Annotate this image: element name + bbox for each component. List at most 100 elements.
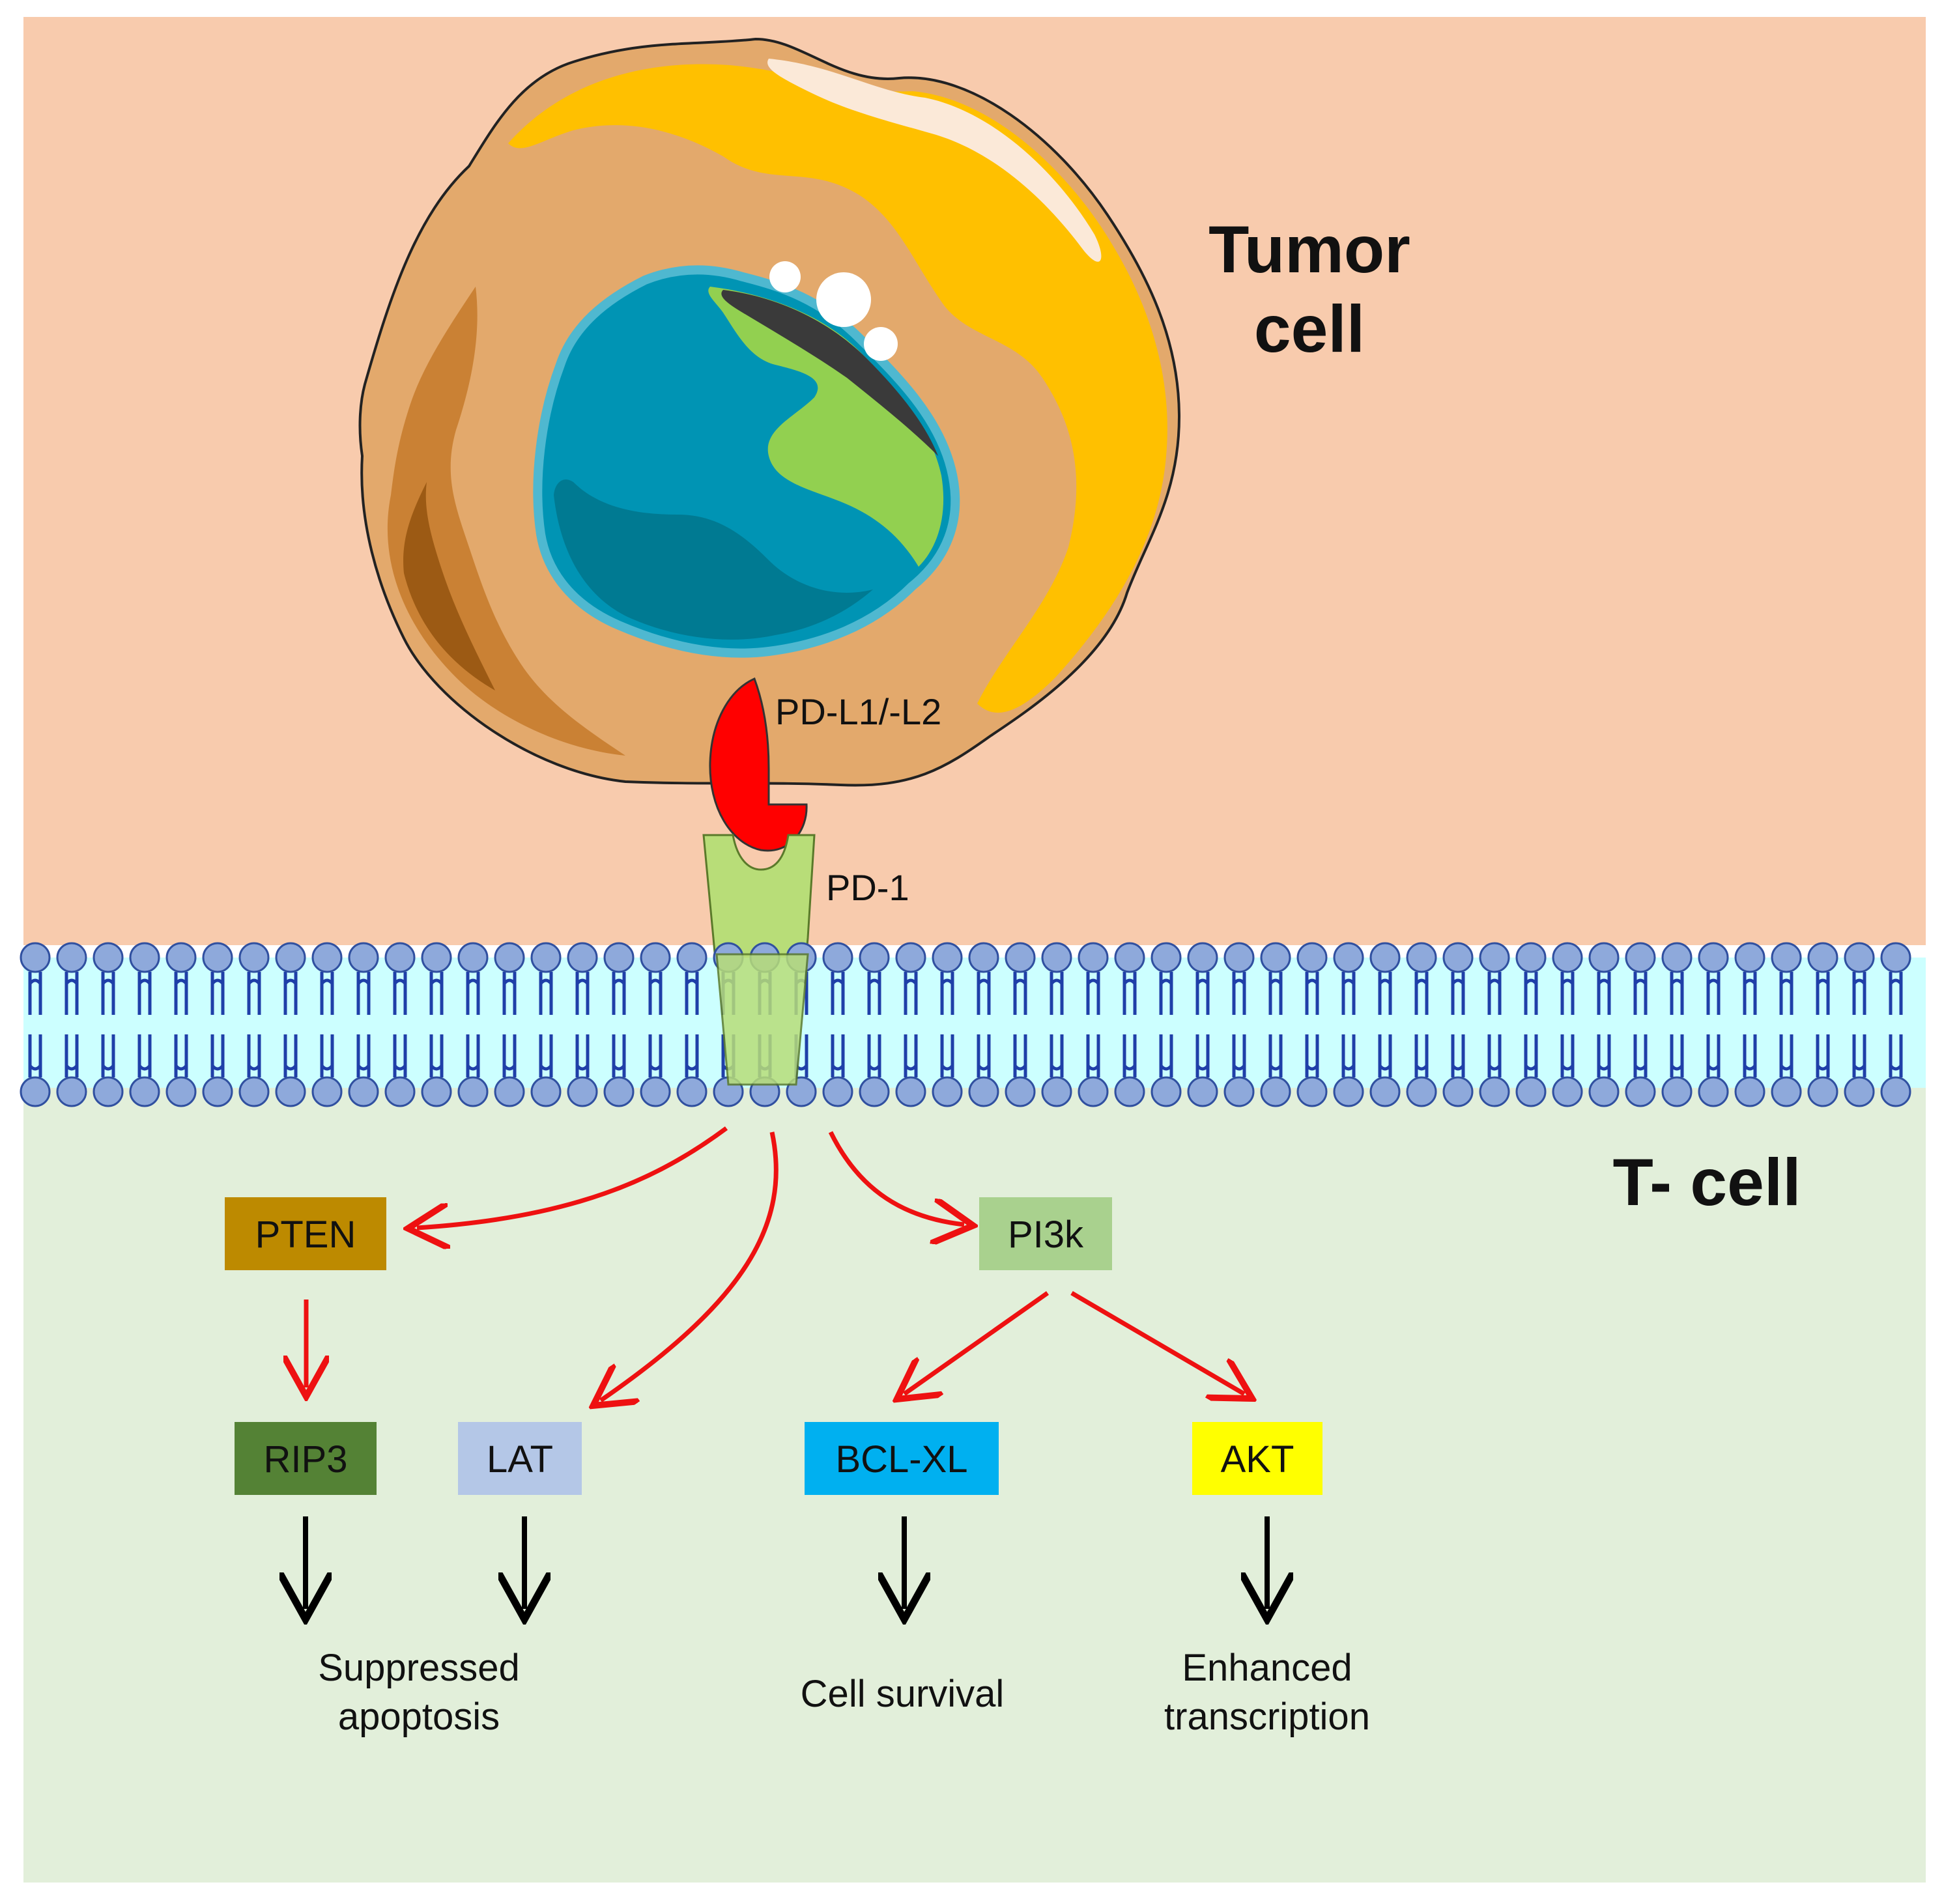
lipid-head bbox=[1880, 942, 1911, 973]
lipid-tail bbox=[283, 972, 298, 1015]
lipid-tail bbox=[1013, 1034, 1027, 1077]
lipid-tail bbox=[1670, 1034, 1684, 1077]
pd-1-label: PD-1 bbox=[826, 867, 909, 908]
lipid-head bbox=[20, 1076, 51, 1107]
nucleus-dark-streak bbox=[721, 290, 938, 456]
lipid-head bbox=[859, 1076, 890, 1107]
lipid-head bbox=[56, 942, 87, 973]
lipid-head bbox=[1661, 1076, 1693, 1107]
lipid-tail bbox=[1086, 1034, 1100, 1077]
lipid-tail bbox=[28, 1034, 42, 1077]
lipid-head bbox=[603, 942, 635, 973]
enhanced-transcription-label: Enhanced bbox=[1182, 1647, 1352, 1689]
lipid-head bbox=[238, 942, 270, 973]
lipid-head bbox=[56, 1076, 87, 1107]
rip3-node bbox=[235, 1422, 377, 1495]
tumor-cell-shine bbox=[767, 59, 1102, 262]
pd-1-transmembrane bbox=[715, 953, 809, 1086]
lipid-tail bbox=[1852, 1034, 1866, 1077]
lipid-tail bbox=[356, 1034, 371, 1077]
lipid-head bbox=[129, 1076, 160, 1107]
lipid-tail bbox=[393, 1034, 407, 1077]
lipid-head bbox=[1187, 1076, 1218, 1107]
bclxl-node bbox=[805, 1422, 999, 1495]
lipid-head bbox=[1734, 942, 1765, 973]
lipid-tail bbox=[1560, 1034, 1575, 1077]
lipid-head bbox=[275, 942, 306, 973]
lipid-head bbox=[676, 1076, 708, 1107]
lipid-head bbox=[1588, 1076, 1620, 1107]
lipid-head bbox=[640, 942, 671, 973]
lipid-tail bbox=[466, 1034, 480, 1077]
lipid-tail bbox=[977, 972, 991, 1015]
lipid-tail bbox=[904, 1034, 918, 1077]
akt-node bbox=[1192, 1422, 1322, 1495]
lipid-head bbox=[1698, 1076, 1729, 1107]
lipid-head bbox=[1296, 1076, 1328, 1107]
lipid-head bbox=[384, 942, 416, 973]
lipid-tail bbox=[940, 1034, 954, 1077]
lipid-tail bbox=[1779, 972, 1794, 1015]
lipid-tail bbox=[940, 972, 954, 1015]
lipid-tail bbox=[1779, 1034, 1794, 1077]
pd1-to-pten-arrow bbox=[417, 1126, 728, 1228]
pd-l1-ligand bbox=[709, 677, 808, 852]
lipid-tail bbox=[466, 972, 480, 1015]
akt-label: AKT bbox=[1221, 1438, 1294, 1481]
lipid-head bbox=[603, 1076, 635, 1107]
lipid-tail bbox=[1633, 1034, 1648, 1077]
pten-label: PTEN bbox=[255, 1214, 356, 1256]
lipid-head bbox=[640, 1076, 671, 1107]
lipid-head bbox=[165, 942, 197, 973]
lipid-head bbox=[1771, 1076, 1802, 1107]
lipid-tail bbox=[1816, 972, 1830, 1015]
lipid-head bbox=[859, 942, 890, 973]
lipid-head bbox=[348, 1076, 379, 1107]
lipid-tail bbox=[356, 972, 371, 1015]
pi3k-label: PI3k bbox=[1008, 1214, 1084, 1256]
lipid-head bbox=[822, 942, 853, 973]
lipid-tail bbox=[904, 972, 918, 1015]
pd-l1-label: PD-L1/-L2 bbox=[775, 691, 941, 732]
lipid-tail bbox=[283, 1034, 298, 1077]
lipid-head bbox=[202, 1076, 233, 1107]
lipid-head bbox=[1114, 942, 1145, 973]
pd1-to-pi3k-arrow bbox=[828, 1131, 964, 1225]
lipid-tail bbox=[1852, 972, 1866, 1015]
lipid-tail bbox=[1305, 972, 1319, 1015]
lipid-tail bbox=[867, 1034, 881, 1077]
lipid-tail bbox=[1378, 1034, 1392, 1077]
lipid-head bbox=[1369, 1076, 1401, 1107]
lipid-tail bbox=[1341, 1034, 1356, 1077]
lipid-head bbox=[1041, 1076, 1072, 1107]
lipid-tail bbox=[1706, 972, 1721, 1015]
lipid-head bbox=[1151, 942, 1182, 973]
lipid-head bbox=[932, 942, 963, 973]
lipid-tail bbox=[1050, 972, 1064, 1015]
lipid-tail bbox=[1889, 972, 1903, 1015]
lipid-tail bbox=[1268, 1034, 1283, 1077]
lipid-tail bbox=[539, 972, 553, 1015]
lipid-head bbox=[1515, 942, 1547, 973]
tumor-cell-label: Tumor bbox=[1208, 212, 1410, 287]
tumor-cell-illustration bbox=[358, 37, 1181, 787]
lipid-head bbox=[1552, 942, 1583, 973]
lipid-head bbox=[202, 942, 233, 973]
lipid-tail bbox=[429, 1034, 444, 1077]
lipid-tail bbox=[429, 972, 444, 1015]
lipid-head bbox=[1187, 942, 1218, 973]
lipid-head bbox=[311, 1076, 343, 1107]
pi3k-to-akt-arrow bbox=[1070, 1290, 1244, 1394]
lipid-head bbox=[165, 1076, 197, 1107]
lipid-tail bbox=[1232, 1034, 1246, 1077]
lipid-tail bbox=[648, 972, 663, 1015]
lipid-tail bbox=[1268, 972, 1283, 1015]
t-cell-label: T- cell bbox=[1612, 1145, 1801, 1219]
lipid-tail bbox=[1633, 972, 1648, 1015]
lipid-head bbox=[1807, 942, 1838, 973]
lipid-head bbox=[1114, 1076, 1145, 1107]
lipid-tail bbox=[1050, 1034, 1064, 1077]
lipid-tail bbox=[174, 972, 188, 1015]
nucleus-dark-region bbox=[554, 479, 873, 640]
lipid-tail bbox=[101, 972, 115, 1015]
